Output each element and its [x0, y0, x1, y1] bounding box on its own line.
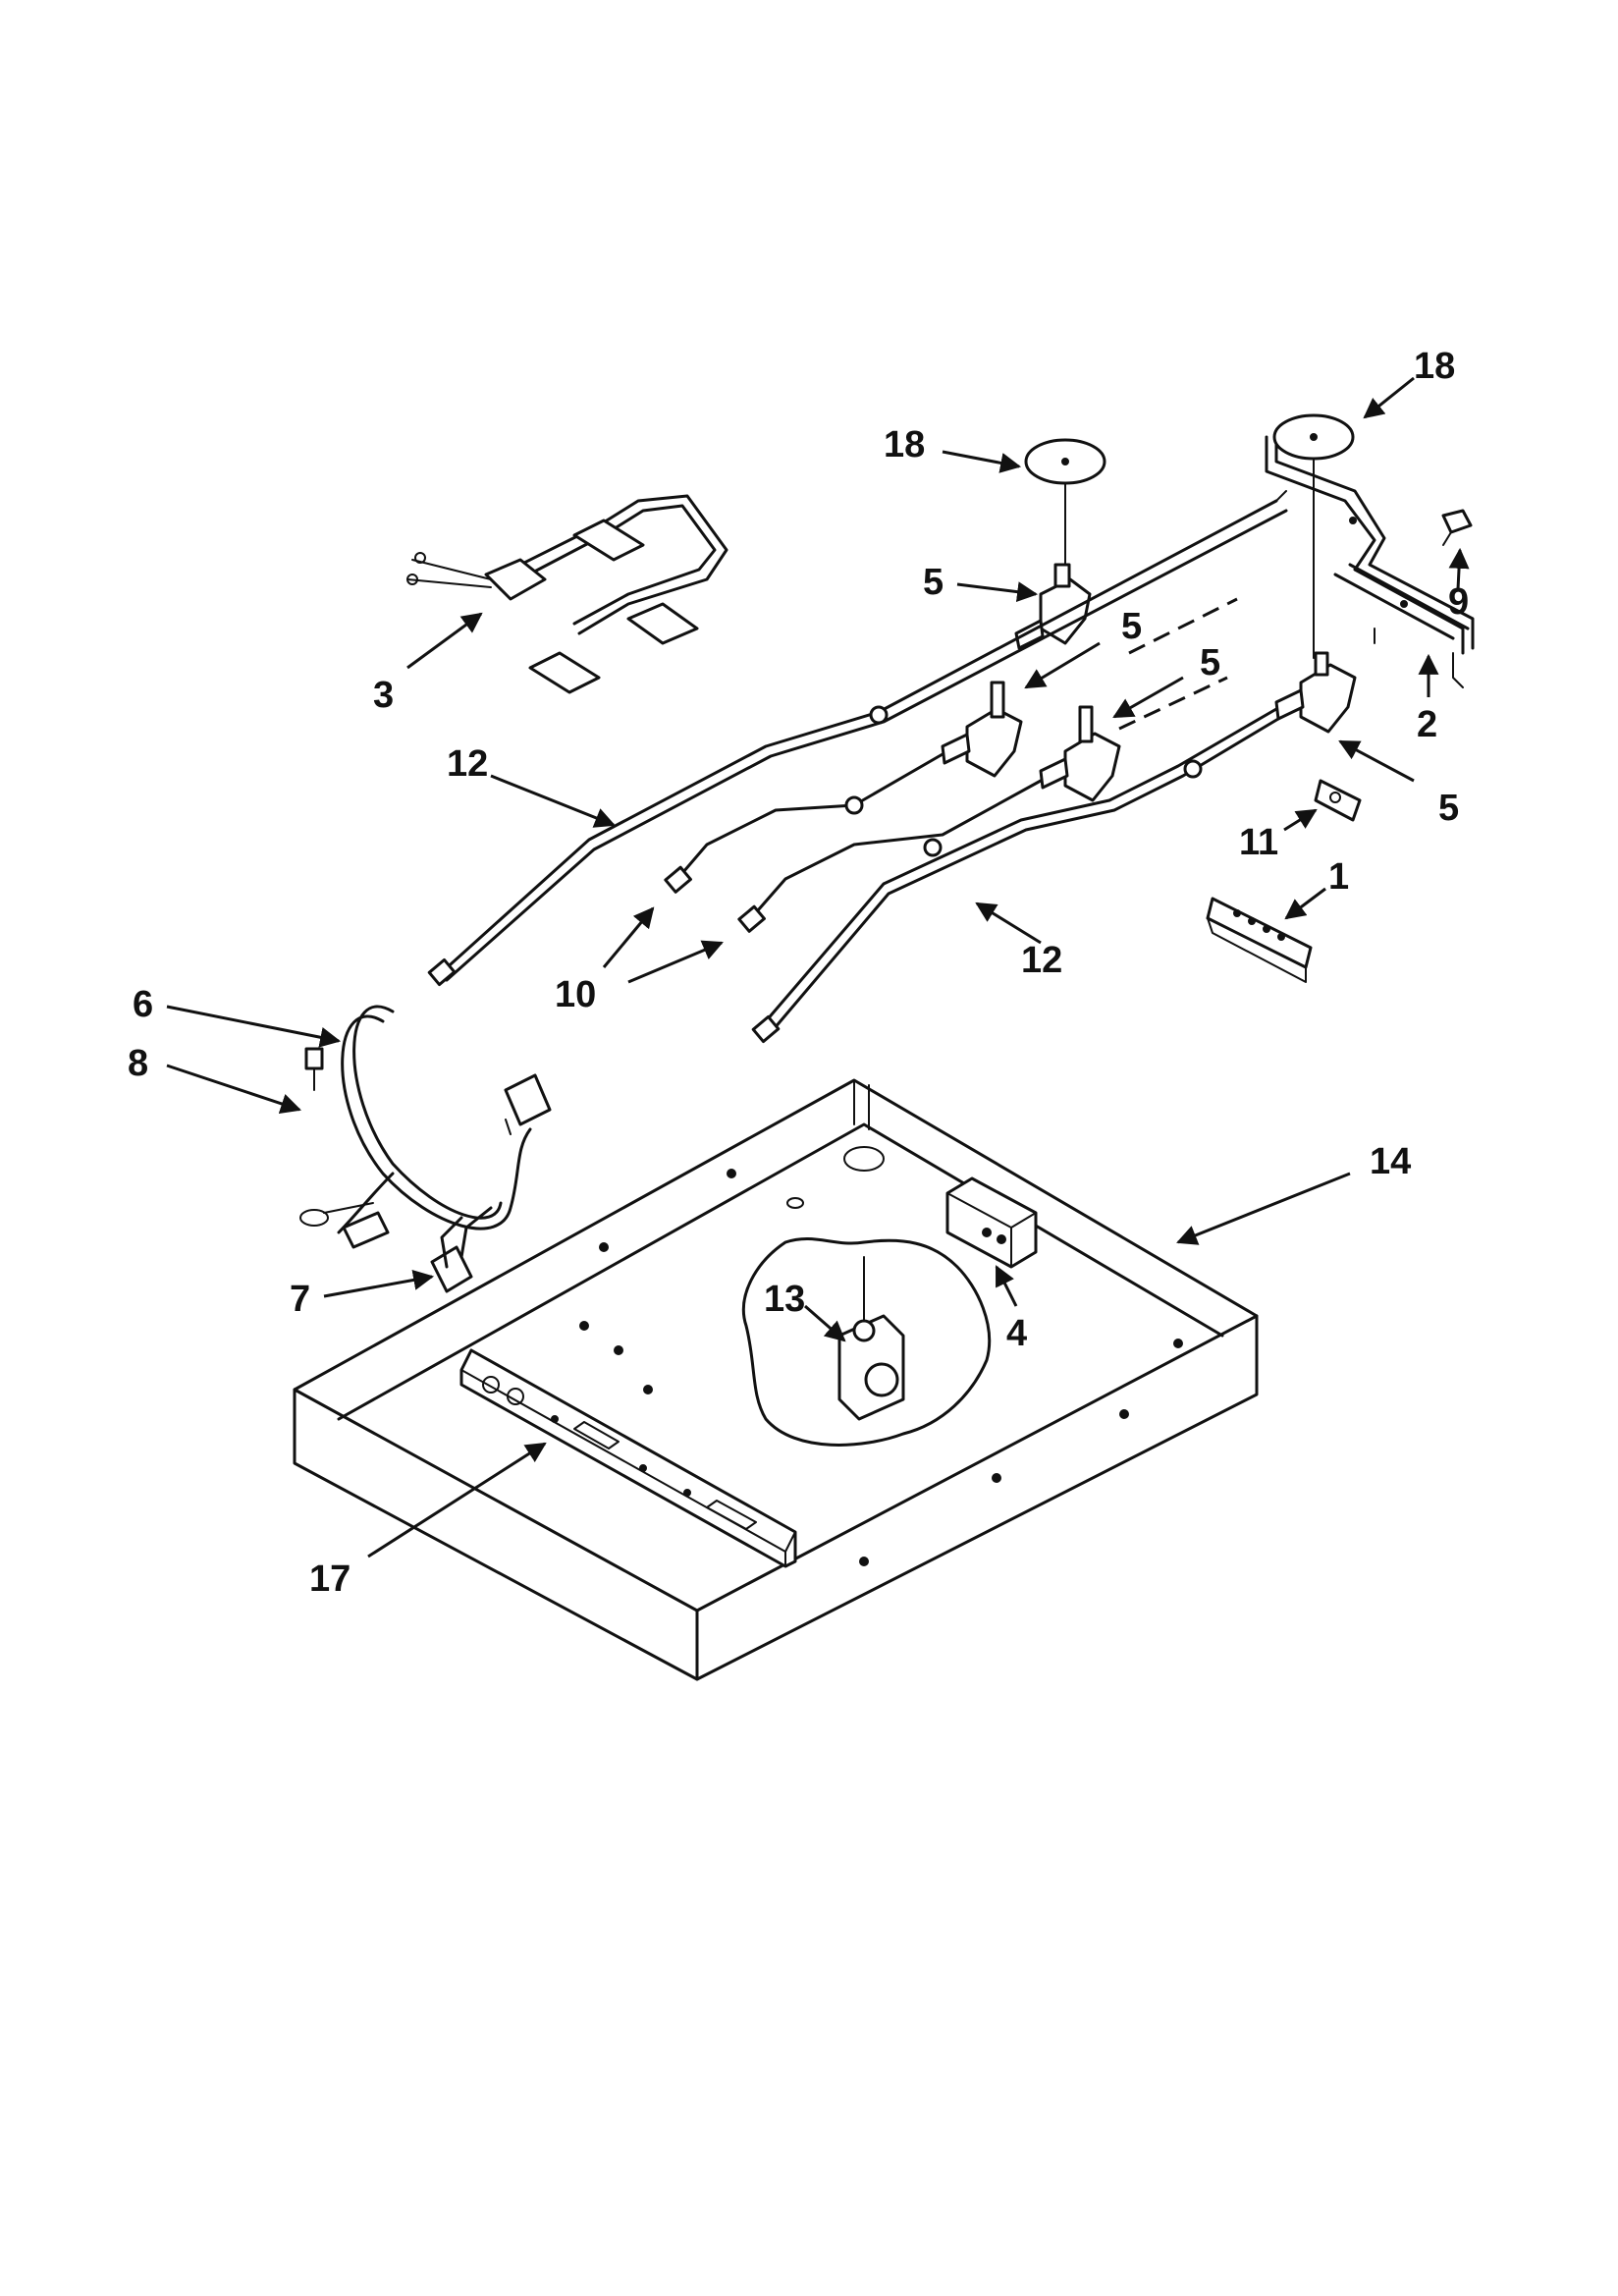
- power-cord-6: [299, 1005, 552, 1249]
- callout-11: 11: [1239, 822, 1278, 863]
- front-rail-17: [459, 1348, 797, 1568]
- callout-17: 17: [309, 1558, 351, 1600]
- bracket-1: [1206, 897, 1313, 983]
- callout-6: 6: [133, 984, 153, 1025]
- gasket-11: [1314, 779, 1362, 822]
- callout-1: 1: [1328, 856, 1349, 898]
- manifold-2: [1265, 435, 1475, 688]
- terminal-block-4: [945, 1176, 1038, 1269]
- wire-harness-3: [406, 494, 728, 694]
- callout-18-left: 18: [884, 424, 925, 465]
- bolt-9: [1441, 509, 1473, 546]
- connector-7: [430, 1206, 493, 1293]
- gas-valve-13: [837, 1256, 905, 1421]
- callout-5-a: 5: [923, 562, 944, 603]
- burner-cap-18-left: [1024, 438, 1106, 571]
- leader-arrows: [166, 376, 1470, 1558]
- callout-12-right: 12: [1021, 940, 1062, 981]
- callout-10: 10: [555, 974, 596, 1015]
- screw-8: [304, 1047, 324, 1091]
- valve-5-c: [1039, 705, 1121, 802]
- callout-labels: 18 18 5 5 5 5 9 2 11 1 3 12 12 10 6 8 7 …: [128, 346, 1469, 1600]
- gas-tubes: [427, 499, 1288, 1044]
- cutaway-region: [741, 1237, 992, 1447]
- callout-18-right: 18: [1414, 346, 1455, 387]
- burner-cap-18-right: [1272, 413, 1355, 659]
- callout-13: 13: [764, 1279, 805, 1320]
- callout-7: 7: [290, 1279, 310, 1320]
- callout-4: 4: [1006, 1313, 1027, 1354]
- callout-3: 3: [373, 675, 394, 716]
- callout-9: 9: [1448, 581, 1469, 623]
- valve-5-d: [1274, 651, 1357, 734]
- callout-5-b: 5: [1121, 606, 1142, 647]
- callout-8: 8: [128, 1043, 148, 1084]
- valve-5-b: [941, 681, 1023, 778]
- callout-5-d: 5: [1438, 788, 1459, 829]
- callout-5-c: 5: [1200, 642, 1220, 683]
- callout-12-left: 12: [447, 743, 488, 785]
- callout-14: 14: [1370, 1141, 1411, 1182]
- callout-2: 2: [1417, 704, 1437, 745]
- base-pan: [293, 1078, 1259, 1681]
